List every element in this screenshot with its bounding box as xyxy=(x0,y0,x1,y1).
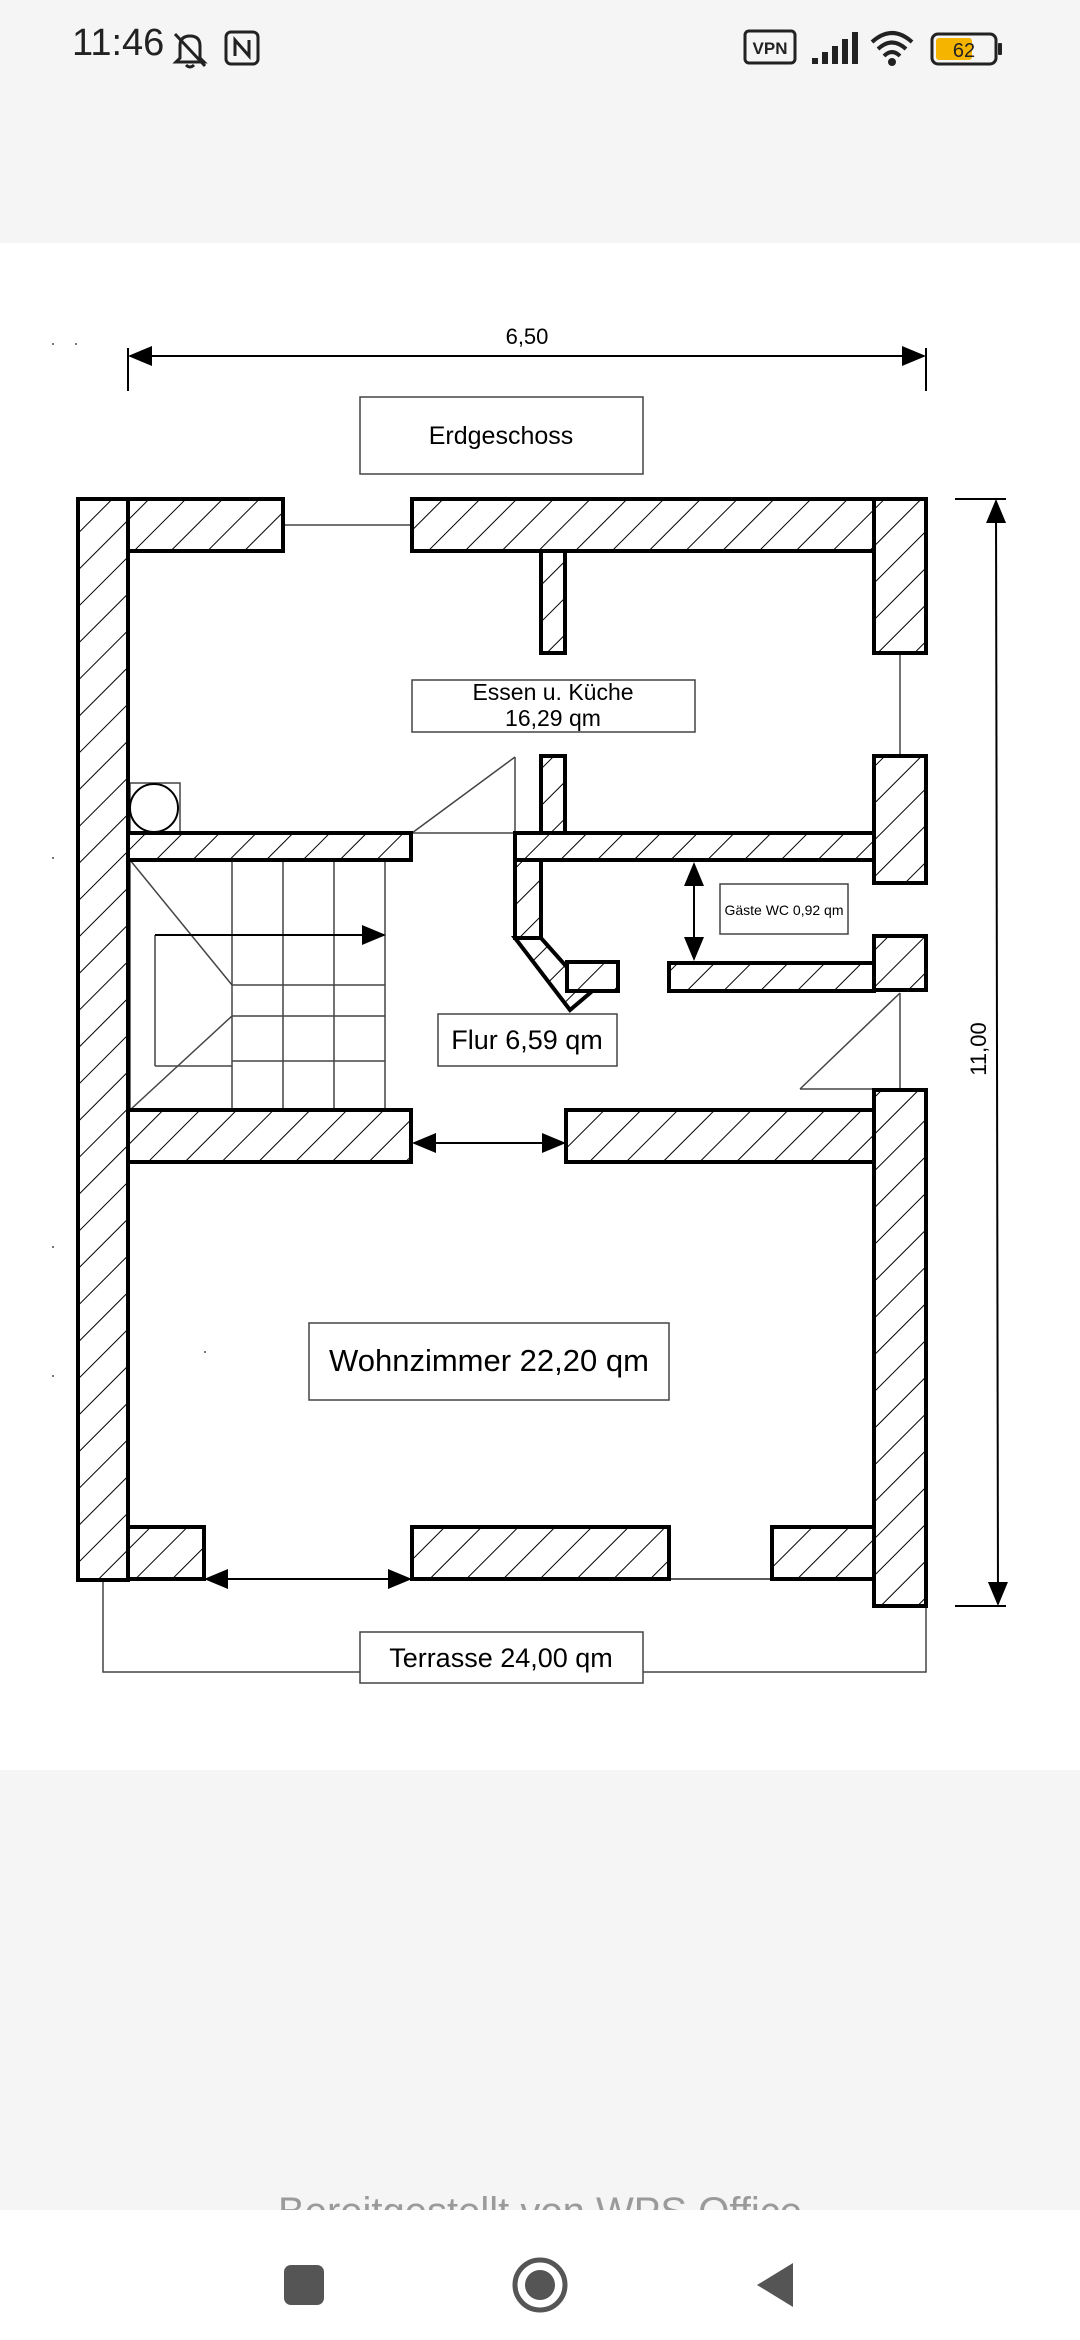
navigation-bar xyxy=(0,2210,1080,2340)
opening-arrows xyxy=(204,862,704,1589)
room-terrace: Terrasse 24,00 qm xyxy=(359,1631,644,1684)
room-hall: Flur 6,59 qm xyxy=(437,1013,618,1067)
room-guest-wc: Gäste WC 0,92 qm xyxy=(719,883,849,935)
terrace-label: Terrasse 24,00 qm xyxy=(389,1643,613,1673)
chimney xyxy=(129,782,181,834)
hall-label: Flur 6,59 qm xyxy=(451,1025,603,1055)
back-triangle-icon xyxy=(757,2263,793,2307)
floor-plan: 6,50 11,00 Erdgeschoss xyxy=(52,324,1008,1684)
room-kitchen: Essen u. Küche 16,29 qm xyxy=(411,679,696,733)
document-page: 6,50 11,00 Erdgeschoss xyxy=(0,243,1080,1770)
nfc-icon xyxy=(224,30,260,66)
room-living: Wohnzimmer 22,20 qm xyxy=(308,1322,670,1401)
width-dimension: 6,50 xyxy=(127,324,927,391)
vpn-label: VPN xyxy=(753,39,788,58)
square-icon xyxy=(284,2265,324,2305)
height-dimension: 11,00 xyxy=(955,498,1008,1607)
plan-title: Erdgeschoss xyxy=(359,396,644,475)
kitchen-label-line1: Essen u. Küche xyxy=(472,679,633,705)
signal-icon xyxy=(812,32,858,64)
home-button[interactable] xyxy=(500,2245,580,2325)
recent-apps-button[interactable] xyxy=(264,2245,344,2325)
bell-off-icon xyxy=(172,32,208,69)
battery-icon: 62 xyxy=(930,32,1002,66)
vpn-icon: VPN xyxy=(743,29,797,65)
status-time: 11:46 xyxy=(72,22,165,64)
staircase xyxy=(129,859,386,1111)
width-dimension-label: 6,50 xyxy=(506,324,549,349)
kitchen-label-line2: 16,29 qm xyxy=(505,705,601,731)
walls xyxy=(76,497,928,1608)
wps-footer-text: Bereitgestellt von WPS Office xyxy=(278,2190,802,2212)
back-button[interactable] xyxy=(735,2245,815,2325)
battery-level: 62 xyxy=(953,40,975,62)
living-label: Wohnzimmer 22,20 qm xyxy=(329,1343,649,1378)
height-dimension-label: 11,00 xyxy=(966,1022,991,1075)
circle-icon xyxy=(512,2257,568,2313)
status-bar: 11:46 VPN 62 xyxy=(0,0,1080,100)
wifi-icon xyxy=(870,31,914,66)
plan-title-label: Erdgeschoss xyxy=(429,422,574,450)
guest-wc-label: Gäste WC 0,92 qm xyxy=(724,902,843,918)
